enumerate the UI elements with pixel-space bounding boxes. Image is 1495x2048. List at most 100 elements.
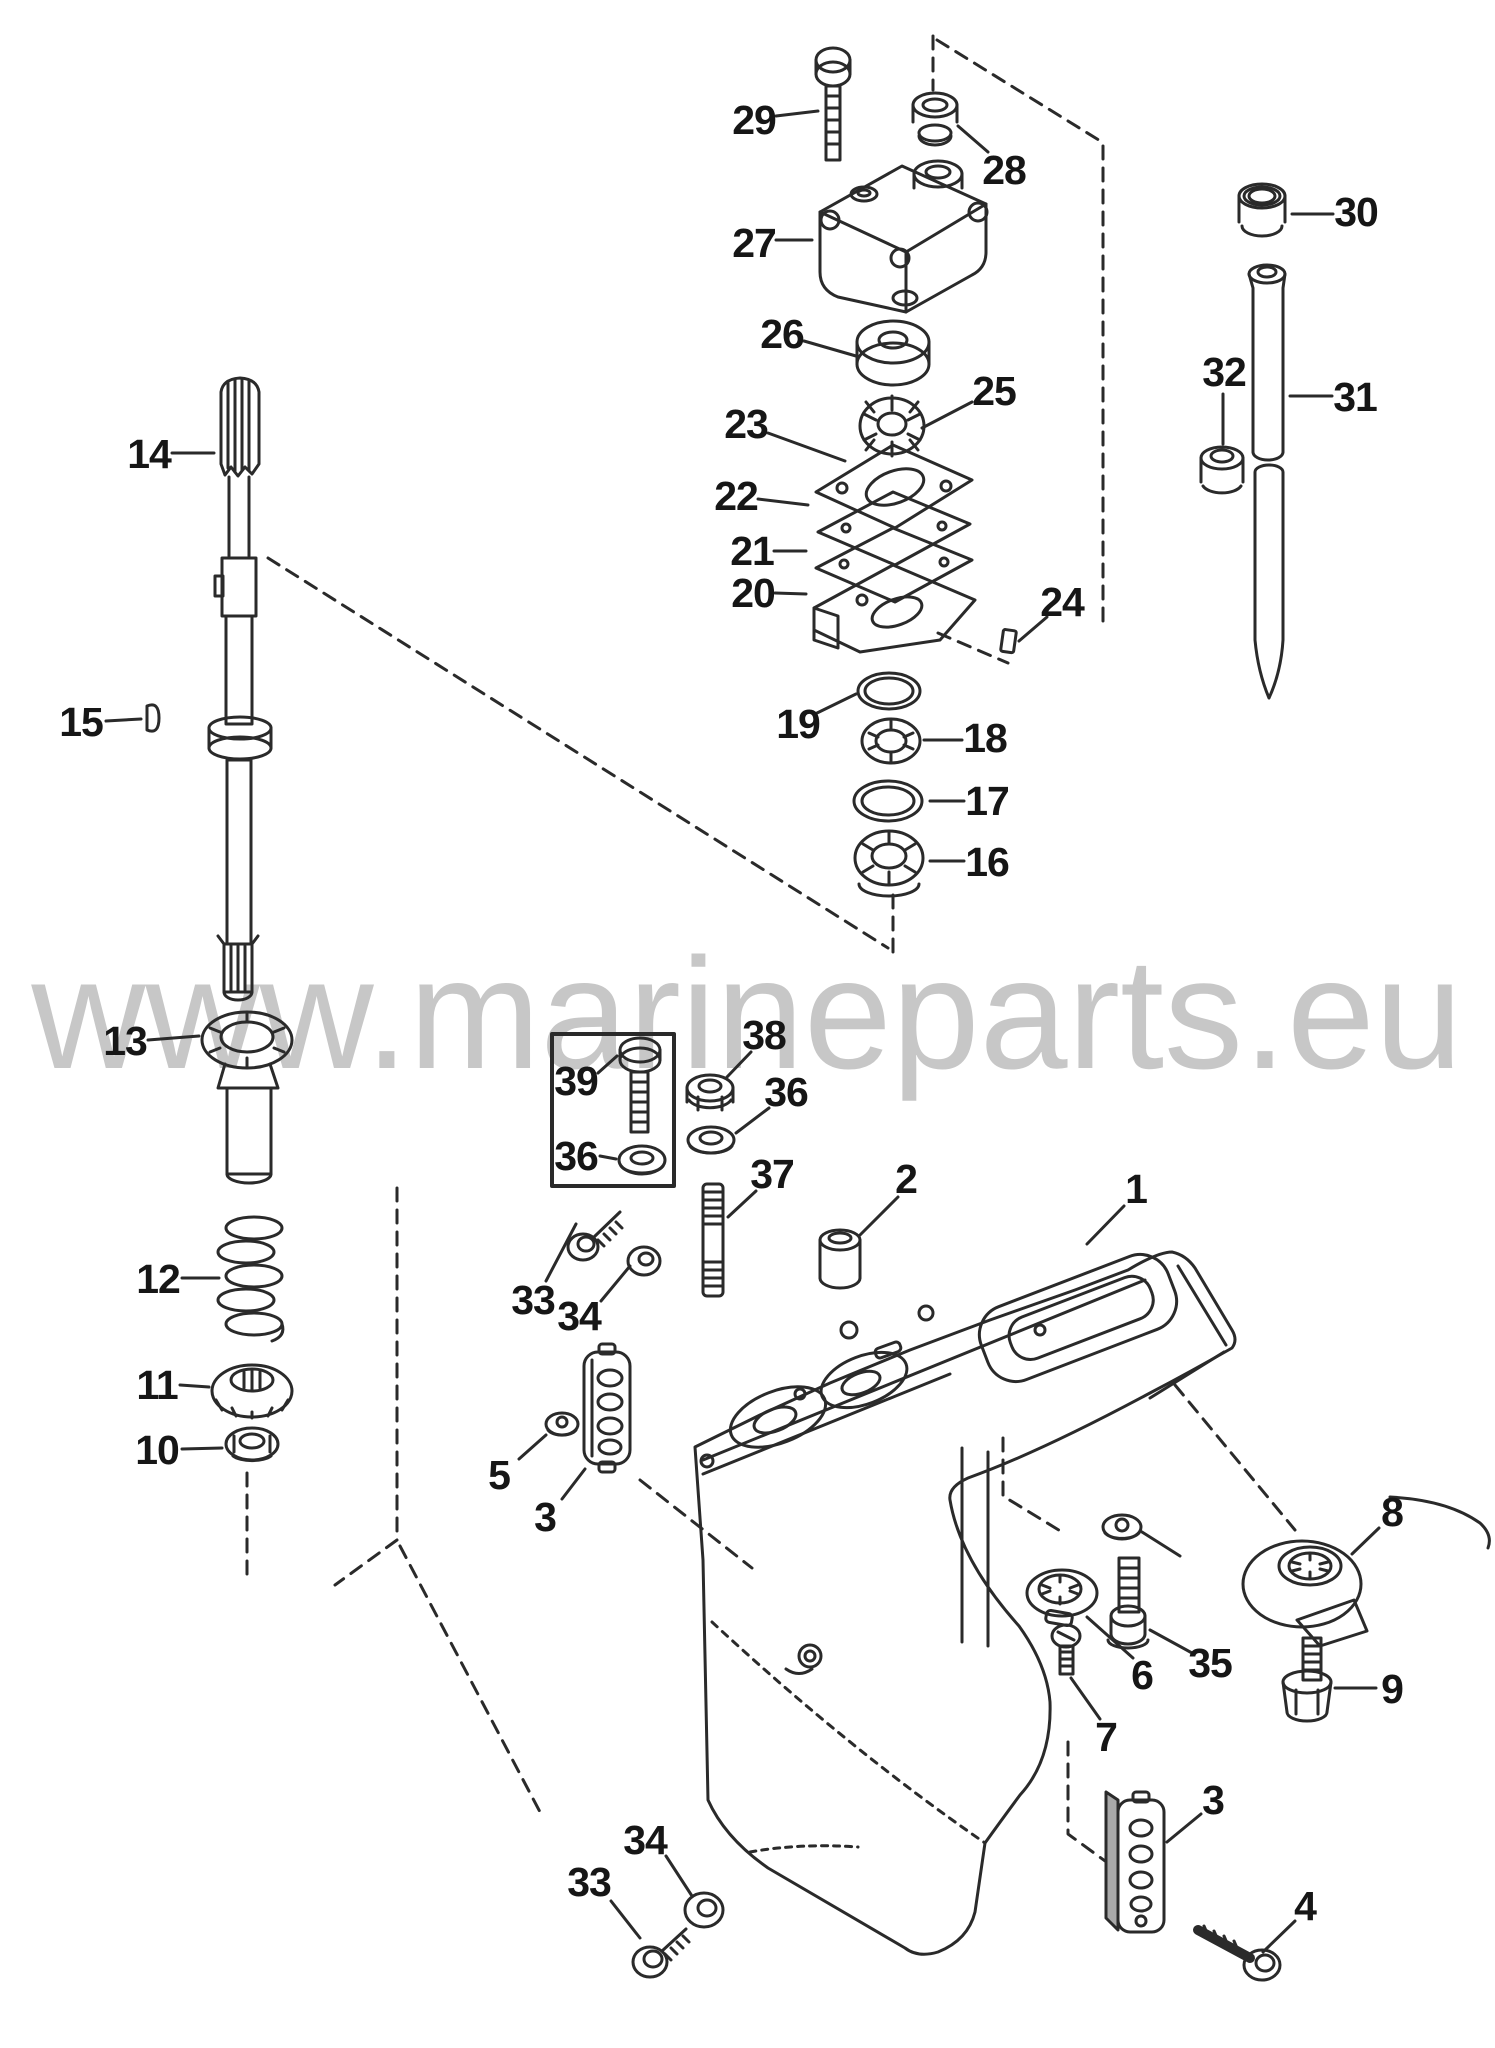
callout-label-11: 11 [136,1362,178,1408]
callout-label-3: 3 [534,1494,556,1540]
dash-anode-to-case [638,1478,754,1570]
callout-label-6: 6 [1131,1652,1153,1698]
part-7-screw [1050,1623,1082,1676]
part-27-water-pump-housing [818,159,989,314]
callout-leader-1 [1085,1204,1126,1246]
part-23-wear-plate [814,443,974,530]
callout-label-35: 35 [1188,1640,1232,1686]
callout-leader-4 [1261,1919,1297,1954]
callout-leader-35 [1148,1628,1194,1655]
callout-leader-13 [146,1034,201,1042]
part-10-nut [224,1426,280,1463]
drain-detail-inner [803,1649,817,1663]
part-3-anode-left [582,1342,632,1474]
callout-label-7: 7 [1095,1714,1117,1760]
callout-leader-7 [1069,1676,1102,1721]
part-18-bearing [860,717,922,765]
part-12-spring [216,1215,285,1343]
callout-label-19: 19 [776,701,820,747]
part-33-screw-lower [631,1927,691,1979]
callout-label-2: 2 [895,1156,917,1202]
part-6-seal-washer [1025,1568,1099,1628]
deck-rear-opening [977,1253,1179,1383]
part-32-grommet [1199,445,1245,495]
part-37-stud [701,1182,725,1298]
callout-label-32: 32 [1202,349,1246,395]
callout-label-30: 30 [1334,189,1378,235]
callout-label-38: 38 [742,1012,786,1058]
callout-label-15: 15 [59,699,103,745]
torpedo-contour [710,1620,987,1845]
part-13-bearing-carrier [200,1010,294,1185]
dash-to-key24 [936,631,1010,665]
part-28-grommet [911,91,959,147]
callout-leader-8 [1350,1526,1381,1556]
assembly-dashed-lines [245,34,1297,1868]
callout-label-34: 34 [557,1293,602,1339]
part-20-pump-base [812,563,977,654]
deck-oval-2 [819,1350,909,1410]
part-33-screw-upper [566,1210,624,1262]
plate-underside-inner [1148,1350,1226,1400]
callout-leader-39 [596,1054,619,1075]
callout-label-37: 37 [750,1151,794,1197]
part-21-gasket [814,526,974,604]
part-22-gasket [816,490,972,567]
callout-leader-37 [726,1189,758,1219]
part-8-trim-tab [1241,1539,1369,1648]
callout-leader-38 [725,1050,753,1079]
callout-label-26: 26 [760,311,804,357]
drain-detail [797,1643,823,1669]
callout-label-23: 23 [724,401,768,447]
callout-label-24: 24 [1040,579,1085,625]
dash-left-diag-b [398,1544,542,1814]
callout-leader-10 [180,1446,224,1451]
dash-driveshaft-to-pump [266,556,890,950]
part-31-water-tube [1247,263,1287,700]
part-4-bolt [1193,1924,1282,1982]
skeg-contour [748,1844,860,1854]
part-30-grommet [1237,182,1287,238]
part-9-plug-bolt [1281,1636,1333,1723]
dash-case-to-trimtab [1173,1383,1297,1532]
callout-leader-2 [857,1195,900,1238]
callout-leader-29 [774,109,820,118]
part-19-oring [856,671,922,711]
callout-label-8: 8 [1381,1489,1403,1535]
callout-label-33: 33 [567,1859,611,1905]
part-26-bearing [855,319,931,387]
callout-label-21: 21 [730,528,774,574]
callout-leader-5 [517,1433,548,1461]
part-17-oring [852,779,924,823]
callout-label-33: 33 [511,1277,555,1323]
part-24-key [999,628,1018,655]
deck-hole [839,1320,859,1340]
callout-label-9: 9 [1381,1666,1403,1712]
deck-slot [873,1340,903,1360]
deck-oval-1-inner [752,1405,798,1435]
deck-hole [793,1387,807,1401]
callout-label-20: 20 [731,570,775,616]
drain-hook [784,1667,814,1675]
callout-label-12: 12 [136,1256,180,1302]
callout-label-34: 34 [623,1817,668,1863]
part-1-gearcase-housing [693,1250,1491,1956]
callout-label-5: 5 [488,1452,510,1498]
callout-label-29: 29 [732,97,776,143]
part-34-washer-upper [626,1245,662,1277]
part-39-bolt [618,1036,662,1134]
callout-leader-33 [609,1899,642,1940]
callout-label-13: 13 [103,1018,147,1064]
callout-label-3: 3 [1202,1777,1224,1823]
dash-case-to-nut [1001,1436,1064,1534]
dash-top-diagonal [935,38,1104,144]
part-14-driveshaft [207,376,273,1002]
callout-leader-28 [956,124,990,154]
callout-label-1: 1 [1125,1166,1147,1212]
part-2-bushing [818,1228,862,1290]
callout-leader-23 [766,431,847,463]
deck-hole [699,1453,715,1469]
callout-leader-11 [178,1383,211,1389]
